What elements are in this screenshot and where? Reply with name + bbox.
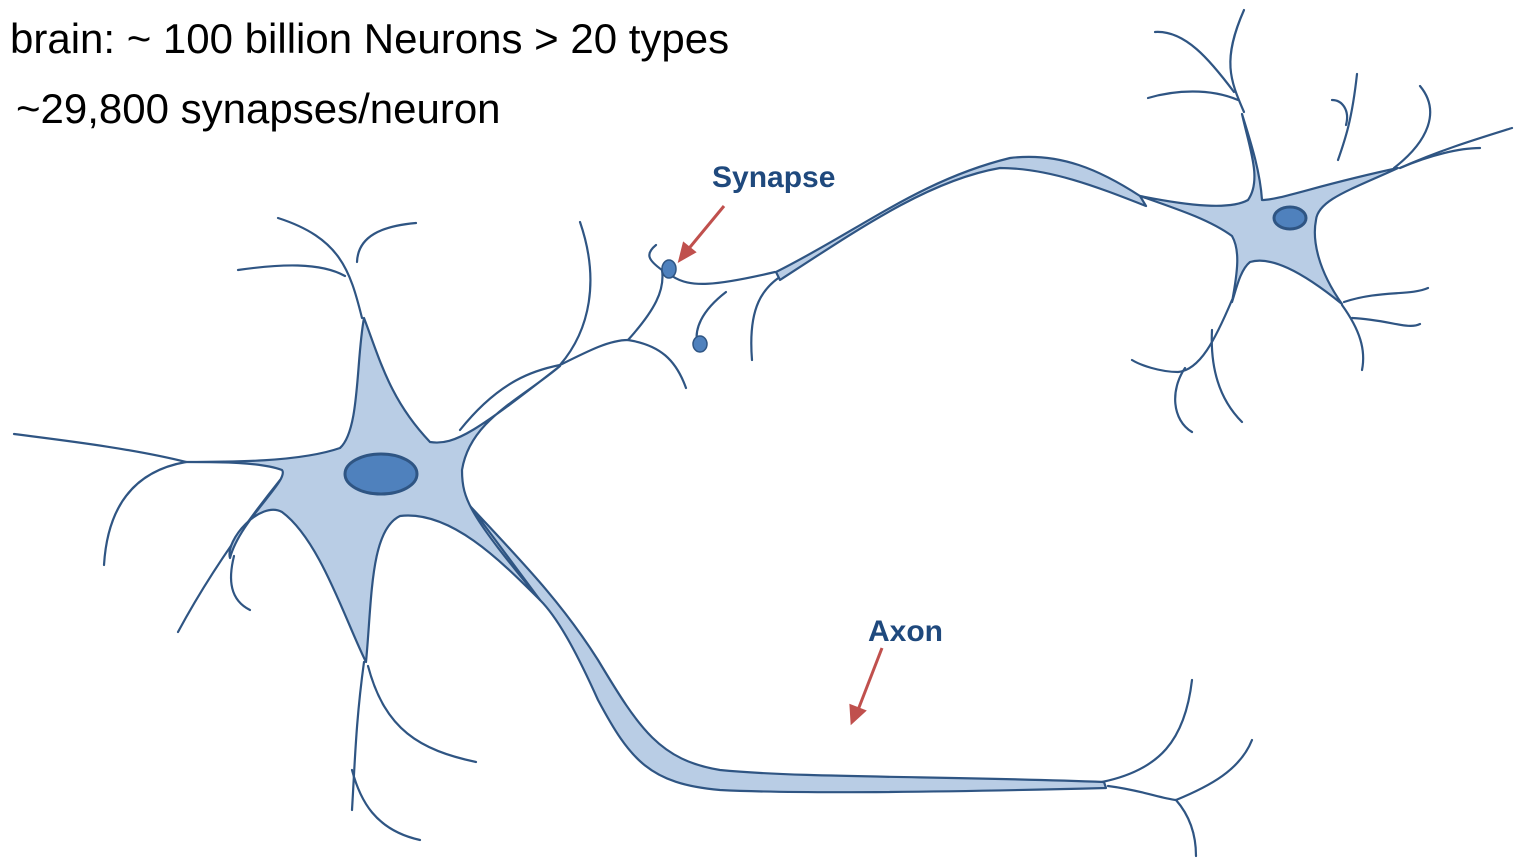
axon-arrowhead — [851, 706, 864, 722]
synapse-arrow — [686, 206, 724, 252]
axon-terminals — [1102, 680, 1252, 856]
dendrite-knob — [693, 336, 707, 352]
right-neuron-soma — [1140, 114, 1398, 304]
right-neuron-nucleus — [1274, 207, 1306, 229]
axon-lower — [470, 506, 1106, 792]
synapse-label: Synapse — [712, 161, 835, 194]
right-neuron-dendrites — [1132, 10, 1512, 432]
left-neuron-upper-branch — [460, 222, 792, 430]
axon-arrow — [858, 648, 882, 710]
axon-label: Axon — [868, 615, 943, 648]
synapse-knob — [662, 260, 676, 278]
left-neuron-nucleus — [345, 454, 417, 494]
